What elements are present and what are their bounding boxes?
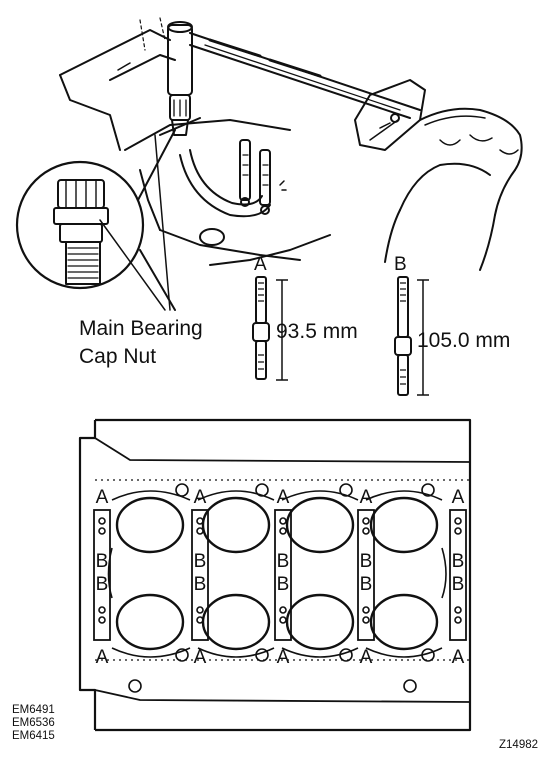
mark-mid2-4: B: [359, 574, 373, 595]
mark-mid1-5: B: [451, 551, 465, 572]
mark-mid2-5: B: [451, 574, 465, 595]
mark-top-2: A: [193, 487, 207, 508]
bolt-b-drawing: [394, 276, 429, 396]
ref-code-2: EM6536: [12, 717, 55, 729]
bolt-b-letter: B: [394, 254, 407, 275]
mark-top-3: A: [276, 487, 290, 508]
bearing-cap-columns: [93, 509, 467, 641]
bolt-a-letter: A: [254, 254, 267, 275]
mark-bottom-2: A: [193, 647, 207, 668]
ref-code-1: EM6491: [12, 704, 55, 716]
callout-line-2: Cap Nut: [79, 345, 157, 368]
figure-id: Z14982: [499, 739, 539, 751]
mark-mid1-4: B: [359, 551, 373, 572]
mark-top-4: A: [359, 487, 373, 508]
bolt-a-drawing: [252, 276, 288, 381]
mark-mid1-3: B: [276, 551, 290, 572]
mark-mid2-2: B: [193, 574, 207, 595]
mark-mid2-3: B: [276, 574, 290, 595]
mark-mid1-1: B: [95, 551, 109, 572]
mark-bottom-5: A: [451, 647, 465, 668]
cylinder-bores: [107, 490, 447, 658]
mark-top-5: A: [451, 487, 465, 508]
mark-bottom-4: A: [359, 647, 373, 668]
bolt-a-length: 93.5 mm: [276, 320, 358, 343]
callout-line-1: Main Bearing: [79, 317, 203, 340]
mark-mid1-2: B: [193, 551, 207, 572]
mark-bottom-1: A: [95, 647, 109, 668]
ref-code-3: EM6415: [12, 730, 55, 742]
bolt-b-length: 105.0 mm: [417, 329, 511, 352]
cap-holes: [98, 483, 462, 693]
mark-mid2-1: B: [95, 574, 109, 595]
mark-bottom-3: A: [276, 647, 290, 668]
mark-top-1: A: [95, 487, 109, 508]
